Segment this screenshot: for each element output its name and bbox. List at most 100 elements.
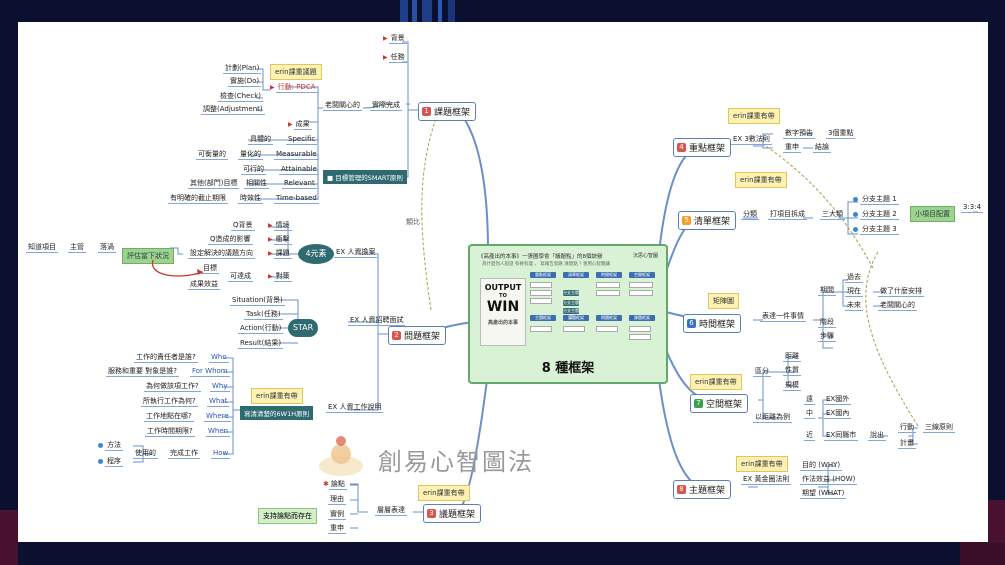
node-lundian[interactable]: ✱論點 [323, 480, 347, 490]
node-whom-q[interactable]: 服務和重要 對象是誰? [106, 367, 179, 377]
node-smart[interactable]: ■ 目標管理的SMART原則 [323, 170, 407, 184]
node-xiaoxiang[interactable]: 小項目配置 [910, 206, 955, 222]
node-xingdong[interactable]: 行動 [898, 423, 916, 433]
node-q-bg[interactable]: Q背景 [231, 221, 255, 231]
node-pinggu[interactable]: 評估當下狀況 [122, 248, 174, 264]
node-ex-3[interactable]: EX 3數法則 [731, 135, 772, 145]
node-whom[interactable]: For Whom [190, 367, 230, 377]
node-weilai[interactable]: 未來 [845, 301, 863, 311]
node-how-8[interactable]: 作法效益 (HOW) [800, 475, 858, 485]
node-attainable[interactable]: Attainable [279, 165, 319, 175]
branch-zhuti[interactable]: 8 主題框架 [673, 480, 732, 499]
node-ex-jd[interactable]: EX 人資工作說明 [326, 403, 384, 413]
node-where-q[interactable]: 工作地點在哪? [144, 412, 194, 422]
node-why-q[interactable]: 為何做該項工作? [144, 382, 201, 392]
node-situation[interactable]: Situation(背景) [230, 296, 285, 306]
callout-juzhen[interactable]: 矩陣圖 [708, 293, 739, 309]
node-what[interactable]: What [207, 397, 230, 407]
node-jielun[interactable]: 結論 [813, 143, 831, 153]
node-shuchu[interactable]: 說出 [868, 431, 886, 441]
node-duanjian[interactable]: 落渦 [98, 243, 116, 253]
central-topic[interactable]: 《高產出的本事》一張圖學會「議題點」的8個訣竅 為什麼別人說話 有條有理 、 寫… [468, 244, 668, 384]
node-mubiao[interactable]: 目標 [201, 264, 219, 274]
node-support[interactable]: 支持論點而存在 [258, 508, 317, 524]
node-fangfa[interactable]: 方法 [98, 441, 123, 451]
node-sanda[interactable]: 三大類 [820, 210, 845, 220]
node-ex-hr-case[interactable]: EX 人資擔案 [334, 248, 378, 258]
node-when-q[interactable]: 工作時間期限? [145, 427, 195, 437]
callout-erin-2[interactable]: erin課重有帶 [251, 388, 303, 404]
node-biaoda[interactable]: 表達一件事情 [760, 312, 806, 322]
node-measurable-pre[interactable]: 可衡量的 [196, 150, 228, 160]
node-why-8[interactable]: 目的 (WHY) [800, 461, 843, 471]
node-ratio[interactable]: 3:3:4 [961, 203, 984, 213]
node-xianzai[interactable]: 現在 [845, 287, 863, 297]
node-tongcheng[interactable]: EX同縣市 [824, 431, 859, 441]
node-guowai[interactable]: EX國外 [824, 395, 852, 405]
node-plan[interactable]: 計劃(Plan) [223, 64, 262, 74]
node-zhuguan[interactable]: 主管 [68, 243, 86, 253]
node-zhong[interactable]: 中 [804, 409, 815, 419]
branch-ketai[interactable]: 1 課題框架 [418, 102, 477, 121]
node-guimo[interactable]: 規模 [783, 381, 801, 391]
node-relevant[interactable]: Relevant [282, 179, 317, 189]
node-kedacheng[interactable]: 可達成 [228, 272, 253, 282]
node-how[interactable]: How [211, 449, 231, 459]
node-what-q[interactable]: 所執行工作為何? [141, 397, 198, 407]
node-relevant-pre[interactable]: 其他(部門)目標 [188, 179, 240, 189]
node-time[interactable]: Time-based [274, 194, 319, 204]
node-jieduan[interactable]: 階段 [818, 318, 836, 328]
node-laoban-6[interactable]: 老闆關心的 [878, 301, 917, 311]
branch-kongjian[interactable]: 7 空間框架 [690, 394, 749, 413]
callout-erin-8[interactable]: erin課重有帶 [736, 456, 788, 472]
node-zhongshen-4[interactable]: 重申 [783, 143, 801, 153]
node-jin[interactable]: 近 [804, 431, 815, 441]
node-attainable-cn[interactable]: 可行的 [241, 165, 266, 175]
node-xingzhi[interactable]: 性質 [783, 366, 801, 376]
callout-erin-7[interactable]: erin課重有帶 [690, 374, 742, 390]
node-sanyuan[interactable]: 三線原則 [923, 423, 955, 433]
node-who[interactable]: Who [209, 353, 229, 363]
node-why[interactable]: Why [210, 382, 230, 392]
node-shuzi[interactable]: 數字預告 [783, 129, 815, 139]
node-q-cj[interactable]: ▶衝擊 [268, 235, 292, 245]
node-who-q[interactable]: 工作的責任者是誰? [134, 353, 198, 363]
node-q-kt[interactable]: ▶課題 [268, 249, 292, 259]
node-6w1h[interactable]: 寫清清楚的6W1H原則 [240, 406, 314, 420]
branch-qingdan[interactable]: 5 清單框架 [678, 211, 737, 230]
node-jihua[interactable]: 計畫 [898, 439, 916, 449]
node-juli[interactable]: 距離 [783, 352, 801, 362]
node-specific-cn[interactable]: 具體的 [248, 135, 273, 145]
node-sub1[interactable]: 分支主題 1 [853, 195, 899, 205]
node-measurable-cn[interactable]: 量化的 [238, 150, 263, 160]
branch-wenti[interactable]: 2 問題框架 [388, 326, 447, 345]
node-q-qj[interactable]: ▶情境 [268, 221, 292, 231]
node-guonei[interactable]: EX國內 [824, 409, 852, 419]
node-four-elements[interactable]: 4元素 [298, 244, 334, 264]
node-zhongshen[interactable]: 重申 [328, 524, 346, 534]
node-zhidao[interactable]: 知道項目 [26, 243, 58, 253]
node-dachai[interactable]: 打項目拆成 [768, 210, 807, 220]
node-yuan[interactable]: 遠 [804, 395, 815, 405]
node-liyou[interactable]: 理由 [328, 495, 346, 505]
node-time-pre[interactable]: 有明確的截止期限 [168, 194, 228, 204]
node-chengxu[interactable]: 程序 [98, 457, 123, 467]
node-task[interactable]: Task(任務) [244, 310, 283, 320]
node-sanhui[interactable]: 3個重點 [826, 129, 856, 139]
node-wancheng[interactable]: 完成工作 [168, 449, 200, 459]
node-action[interactable]: Action(行動) [238, 324, 284, 334]
node-check[interactable]: 檢查(Check) [218, 92, 263, 102]
node-zuole[interactable]: 做了什麼安排 [878, 287, 924, 297]
node-q-dir[interactable]: 設定解決的議題方向 [188, 249, 255, 259]
node-cengceng[interactable]: 層層表達 [375, 506, 407, 516]
node-qufen[interactable]: 區分 [753, 367, 771, 377]
node-result[interactable]: Result(結果) [238, 339, 284, 349]
node-ex-golden[interactable]: EX 黃金圈法則 [741, 475, 792, 485]
node-q-impact[interactable]: Q造成的影響 [208, 235, 253, 245]
node-sub2[interactable]: 分支主題 2 [853, 210, 899, 220]
branch-yiti[interactable]: 3 議題框架 [423, 504, 482, 523]
branch-zhongdian[interactable]: 4 重點框架 [673, 138, 732, 157]
node-sub3[interactable]: 分支主題 3 [853, 225, 899, 235]
node-star[interactable]: STAR [288, 319, 318, 337]
node-do[interactable]: 實施(Do) [228, 77, 262, 87]
